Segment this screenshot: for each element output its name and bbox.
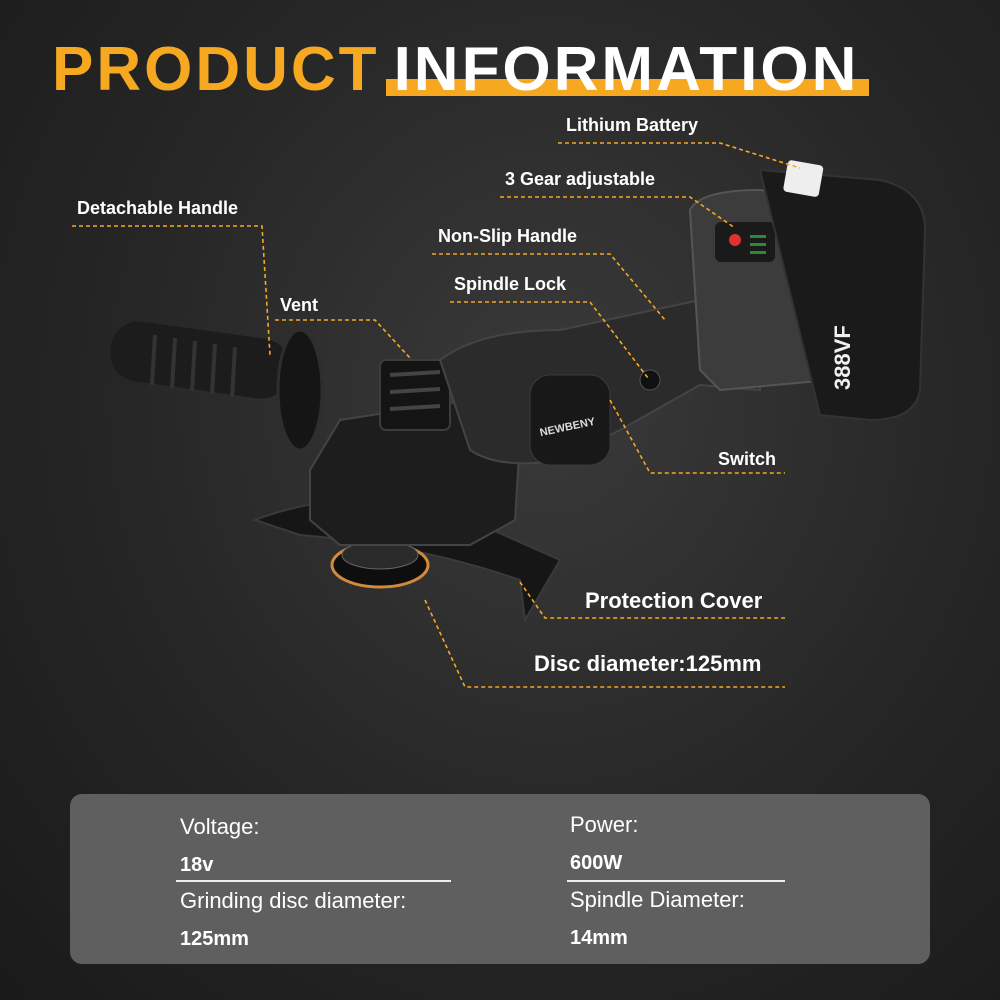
spec-grinding-disc-diameter: Grinding disc diameter: 125mm [180,888,480,951]
callout-3-gear-adjustable: 3 Gear adjustable [505,169,656,189]
callout-protection-cover: Protection Cover [585,588,763,613]
lithium-battery-graphic [758,168,927,422]
spec-label: Grinding disc diameter: [180,888,407,913]
spec-spindle-diameter: Spindle Diameter: 14mm [570,887,842,950]
spec-value: 14mm [570,927,628,949]
specs-panel: Voltage: 18v Power: 600W Grinding disc d… [70,794,930,964]
spec-power: Power: 600W [570,812,842,875]
title-product: PRODUCT [52,35,380,104]
callout-detachable-handle: Detachable Handle [77,198,239,218]
detachable-handle-graphic [110,321,324,452]
callout-switch: Switch [718,449,777,469]
divider [176,880,451,882]
callout-non-slip-handle: Non-Slip Handle [438,226,577,246]
callout-spindle-lock: Spindle Lock [454,274,567,294]
callout-vent: Vent [280,295,319,315]
spec-value: 600W [570,852,623,874]
spec-value: 18v [180,854,214,876]
callout-disc-diameter: Disc diameter:125mm [534,651,762,676]
divider [567,880,785,882]
battery-marking: 388VF [830,325,855,390]
spec-label: Voltage: [180,814,260,839]
spec-label: Power: [570,812,639,837]
title-information: INFORMATION [385,35,870,104]
vent-graphic [379,359,451,431]
callout-lithium-battery: Lithium Battery [566,115,699,135]
spec-label: Spindle Diameter: [570,887,745,912]
spec-voltage: Voltage: 18v [180,814,452,877]
spec-value: 125mm [180,928,249,950]
